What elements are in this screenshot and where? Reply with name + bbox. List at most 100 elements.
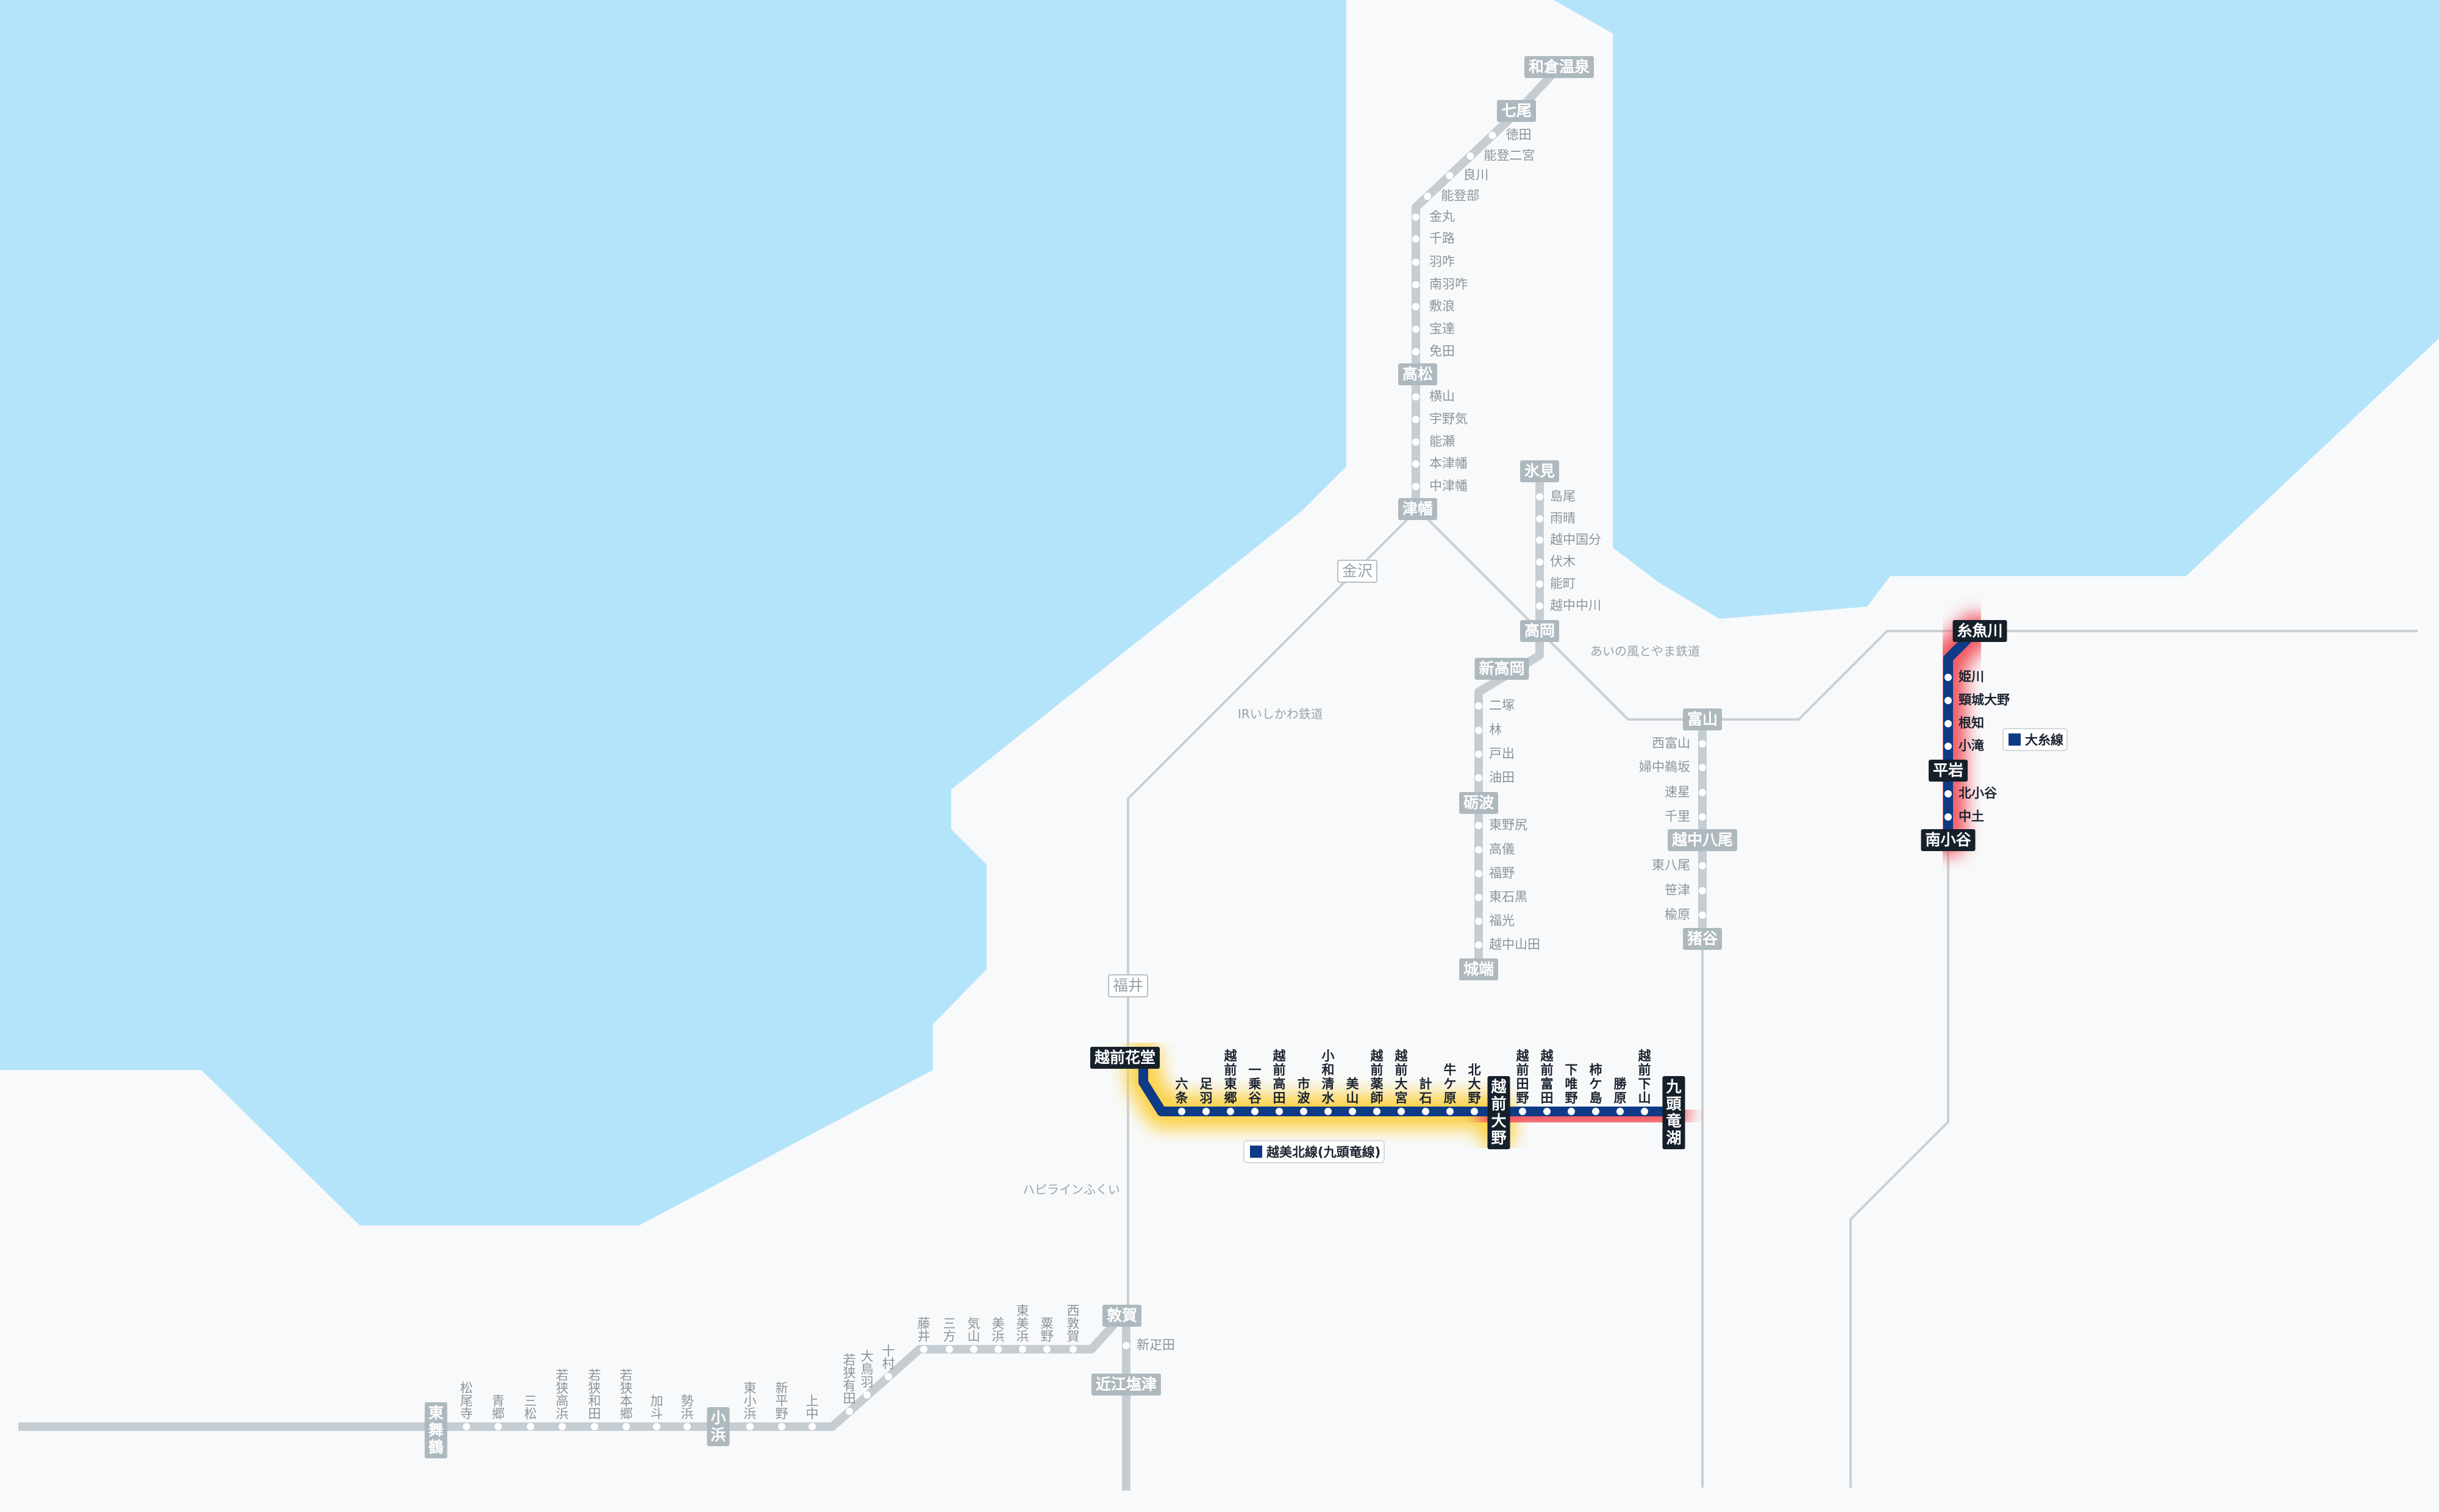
station-label: 新平野 (776, 1381, 788, 1421)
shin-takaoka-station-major-box (1474, 658, 1529, 680)
tsuruga-station-major: 敦賀 (1102, 1305, 1141, 1327)
hokuriku-station-dot (1123, 1342, 1130, 1349)
station-label: 北小谷 (1959, 786, 1998, 801)
station-label-vertical: 一乗谷 (1249, 1063, 1262, 1105)
station-label-vertical: 越前東郷 (1224, 1049, 1238, 1105)
legend-etsumi-swatch (1250, 1146, 1262, 1158)
station-label: 足羽 (1200, 1077, 1213, 1105)
oito-station-dot (1944, 813, 1952, 821)
station-label: 二塚 (1489, 698, 1515, 713)
himi-station-dot (1536, 515, 1543, 522)
station-label: 新疋田 (1137, 1338, 1175, 1352)
omi-shiotsu-station-major-label: 近江塩津 (1096, 1375, 1157, 1393)
obama-station-dot (653, 1423, 660, 1430)
station-label-vertical: 新平野 (776, 1381, 788, 1421)
takamatsu-station-major: 高松 (1398, 363, 1437, 385)
ainokaze-label: あいの風とやま鉄道 (1590, 644, 1700, 658)
obama-station-major-box (707, 1407, 730, 1446)
toyama-station-major: 富山 (1683, 708, 1722, 730)
etsumi-station-dot (1446, 1108, 1454, 1115)
station-label: 根知 (1959, 716, 1984, 730)
station-label: 越前東郷 (1224, 1049, 1238, 1105)
station-label-vertical: 勝原 (1614, 1077, 1627, 1105)
obama-station-dot (1070, 1346, 1077, 1353)
legend-oito-label: 大糸線 (2025, 733, 2063, 747)
ir-ishikawa-label: IRいしかわ鉄道 (1238, 707, 1323, 721)
station-label: 金丸 (1429, 209, 1455, 224)
johana-station-dot (1475, 727, 1482, 734)
station-label: 西敦賀 (1067, 1303, 1080, 1344)
sea-area (0, 0, 2439, 1225)
echizen-ono-station-box (1487, 1076, 1510, 1149)
station-label: 若狭高浜 (556, 1368, 569, 1421)
obama-station-dot (559, 1423, 566, 1430)
station-label: 三方 (943, 1316, 956, 1344)
inotani-station-major: 猪谷 (1683, 928, 1722, 950)
himi-station-major-box (1520, 460, 1559, 482)
station-label: 雨晴 (1550, 511, 1576, 526)
takayama-station-dot (1699, 813, 1706, 821)
station-label: 千里 (1665, 809, 1690, 824)
obama-station-dot (591, 1423, 598, 1430)
station-label: 速星 (1665, 785, 1690, 799)
station-label: 柿ケ島 (1590, 1063, 1602, 1105)
station-label: 松尾寺 (460, 1381, 473, 1421)
toyama-station-major-label: 富山 (1687, 710, 1718, 728)
station-label: 青郷 (492, 1394, 505, 1421)
takamatsu-station-major-label: 高松 (1402, 365, 1433, 383)
station-label-vertical: 越前大宮 (1394, 1049, 1409, 1105)
legend-oito-swatch (2009, 733, 2021, 746)
station-label-vertical: 越前富田 (1540, 1049, 1554, 1105)
station-label: 粟野 (1041, 1316, 1054, 1344)
obama-station-dot (920, 1346, 927, 1353)
legend-etsumi-label: 越美北線(九頭竜線) (1266, 1145, 1380, 1160)
minami-otari-station-major: 南小谷 (1921, 829, 1976, 851)
oito-station-dot (1944, 697, 1952, 704)
omi-shiotsu-station-major: 近江塩津 (1091, 1374, 1161, 1396)
nanao-station-dot (1466, 152, 1474, 160)
station-label: 上中 (806, 1394, 819, 1421)
station-label: 藤井 (918, 1316, 930, 1344)
hiraiwa-station-major-box (1929, 760, 1968, 782)
johana-station-major-box (1459, 958, 1498, 980)
takayama-station-dot (1699, 740, 1706, 747)
station-label: 勢浜 (681, 1394, 694, 1421)
station-label-vertical: 東小浜 (744, 1381, 757, 1421)
etchu-yatsuo-station-major-label: 越中八尾 (1672, 831, 1733, 849)
legend-oito: 大糸線 (2002, 728, 2068, 751)
station-label: 楡原 (1665, 907, 1690, 922)
takaoka-station-major-box (1520, 620, 1559, 642)
higashi-maizuru-station-major: 東舞鶴 (424, 1402, 448, 1458)
station-label-vertical: 西敦賀 (1067, 1303, 1080, 1344)
takaoka-station-major-label: 高岡 (1524, 622, 1555, 640)
higashi-maizuru-station-major-label: 東舞鶴 (428, 1404, 443, 1456)
station-label-vertical: 越前下山 (1638, 1049, 1652, 1105)
station-label: 六条 (1176, 1077, 1189, 1105)
station-label: 宇野気 (1429, 412, 1468, 426)
tonami-station-major-label: 砺波 (1463, 794, 1494, 811)
takayama-station-dot (1699, 789, 1706, 796)
kuzuryuko-station-box (1662, 1076, 1685, 1149)
wakura-onsen-station-box (1524, 56, 1594, 78)
johana-station-major: 城端 (1459, 958, 1498, 980)
station-label-vertical: 三松 (524, 1394, 537, 1421)
obama-station-dot (970, 1346, 977, 1353)
station-label-vertical: 大鳥羽 (861, 1349, 874, 1389)
takayama-station-dot (1699, 887, 1706, 894)
etsumi-station-dot (1471, 1108, 1478, 1115)
station-label-vertical: 越前薬師 (1370, 1049, 1384, 1105)
takayama-station-dot (1699, 764, 1706, 771)
etsumi-station-dot (1616, 1108, 1624, 1115)
station-label: 小滝 (1959, 738, 1984, 753)
oito-station-dot (1944, 720, 1952, 727)
station-label-vertical: 小和清水 (1322, 1049, 1335, 1105)
nanao-station-major-box (1497, 100, 1536, 122)
johana-station-dot (1475, 941, 1482, 949)
station-label: 中土 (1959, 809, 1984, 824)
station-label-vertical: 東美浜 (1016, 1303, 1029, 1344)
tsubata-station-major: 津幡 (1398, 498, 1437, 520)
station-label: 中津幡 (1429, 479, 1468, 493)
sea-west (0, 0, 1346, 1225)
inotani-station-major-box (1683, 928, 1722, 950)
station-label: 能瀬 (1429, 434, 1455, 449)
